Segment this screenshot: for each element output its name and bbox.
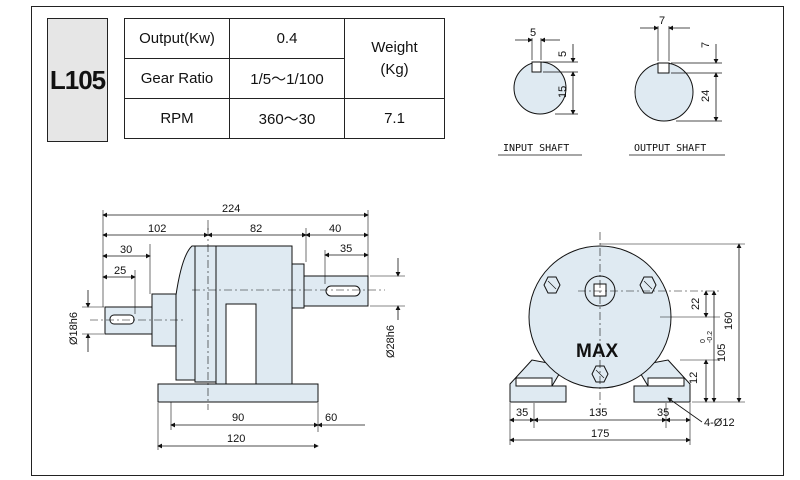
dim-output-dia: Ø28h6 bbox=[385, 325, 397, 358]
dim-center-tol-bottom: -0.2 bbox=[707, 331, 714, 343]
dim-foot-spacing: 135 bbox=[589, 407, 607, 419]
dim-total-width: 175 bbox=[591, 428, 609, 440]
side-base bbox=[157, 383, 319, 403]
output-value: 0.4 bbox=[229, 18, 345, 59]
dim-foot-left: 35 bbox=[516, 407, 528, 419]
input-shaft-height: 15 bbox=[557, 86, 569, 98]
side-view-centerlines bbox=[90, 228, 385, 410]
weight-label-line1: Weight bbox=[371, 38, 418, 56]
front-max-label: MAX bbox=[576, 341, 619, 362]
input-key-width: 5 bbox=[530, 27, 536, 39]
rpm-label: RPM bbox=[124, 98, 230, 139]
rpm-value: 360～30 bbox=[229, 98, 345, 139]
dim-input-key-len: 25 bbox=[114, 265, 126, 277]
output-shaft-height: 24 bbox=[700, 90, 712, 102]
side-output-boss bbox=[291, 263, 305, 309]
front-foot-slot-right bbox=[647, 377, 685, 387]
side-housing-cover bbox=[194, 245, 217, 383]
input-key-depth: 5 bbox=[557, 51, 569, 57]
side-view bbox=[104, 245, 369, 403]
side-pedestal-gap bbox=[225, 303, 257, 387]
weight-value: 7.1 bbox=[344, 98, 445, 139]
dim-holes: 4-Ø12 bbox=[704, 417, 735, 429]
dim-middle-section: 82 bbox=[250, 223, 262, 235]
dim-output-key-len: 35 bbox=[340, 243, 352, 255]
output-shaft-section bbox=[629, 25, 725, 156]
front-dimensions bbox=[509, 243, 745, 445]
dim-shaft-offset: 22 bbox=[690, 298, 702, 310]
gear-ratio-value: 1/5～1/100 bbox=[229, 58, 345, 99]
input-shaft-caption: INPUT SHAFT bbox=[503, 143, 569, 154]
dim-input-dia: Ø18h6 bbox=[68, 312, 80, 345]
side-output-key bbox=[325, 285, 361, 297]
dim-input-section: 102 bbox=[148, 223, 166, 235]
dim-base-thickness: 12 bbox=[688, 372, 700, 384]
dim-input-shaft-len: 30 bbox=[120, 244, 132, 256]
spec-table: Output(Kw) 0.4 Weight (Kg) Gear Ratio 1/… bbox=[124, 18, 445, 139]
output-keyway bbox=[657, 62, 670, 74]
output-shaft-caption: OUTPUT SHAFT bbox=[634, 143, 706, 154]
input-keyway bbox=[531, 61, 542, 73]
weight-label-line2: (Kg) bbox=[380, 60, 409, 78]
front-foot-slot-left bbox=[515, 377, 553, 387]
dim-base-inner: 90 bbox=[232, 412, 244, 424]
side-input-key bbox=[109, 314, 135, 325]
dim-overall-length: 224 bbox=[222, 203, 240, 215]
dim-overall-height: 160 bbox=[723, 312, 735, 330]
gear-ratio-label: Gear Ratio bbox=[124, 58, 230, 99]
output-key-width: 7 bbox=[659, 15, 665, 27]
dim-output-section: 40 bbox=[329, 223, 341, 235]
dim-base-offset: 60 bbox=[325, 412, 337, 424]
dim-center-tol-top: 0 bbox=[700, 339, 707, 343]
front-centerlines bbox=[578, 232, 720, 415]
input-shaft-section bbox=[498, 37, 582, 156]
side-view-dimensions bbox=[82, 210, 405, 450]
front-bolts bbox=[543, 276, 657, 383]
dim-center-height: 105 bbox=[716, 344, 728, 362]
model-label: L105 bbox=[49, 64, 106, 95]
model-label-box: L105 bbox=[47, 18, 108, 142]
output-key-depth: 7 bbox=[700, 42, 712, 48]
dim-base-total: 120 bbox=[227, 433, 245, 445]
dim-foot-right: 35 bbox=[657, 407, 669, 419]
